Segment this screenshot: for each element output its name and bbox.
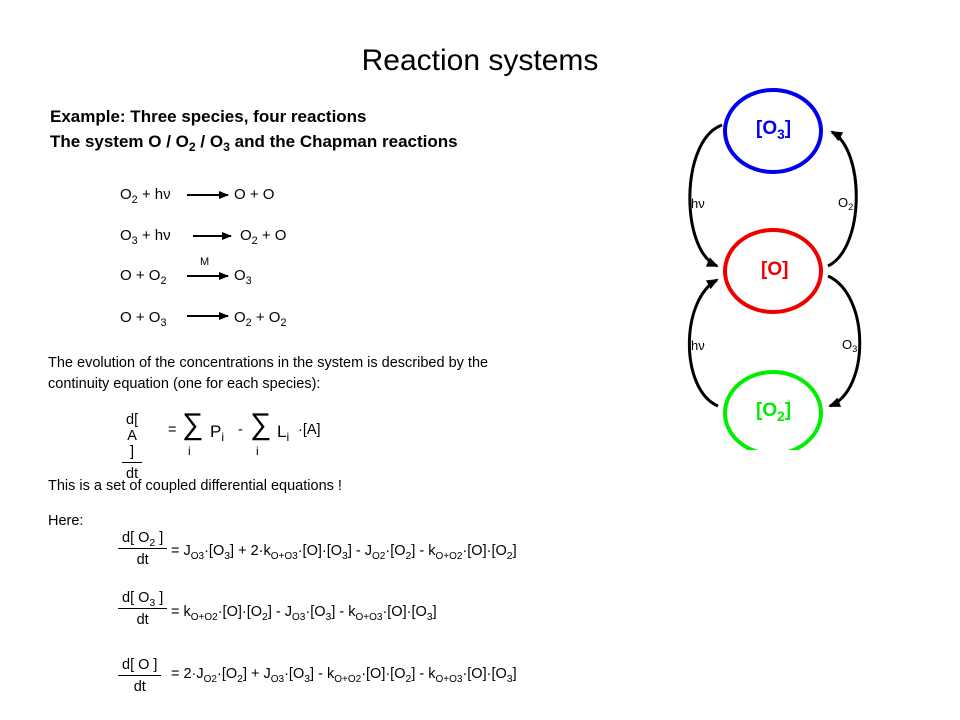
o2-node-circle <box>723 370 823 450</box>
sum-index: i <box>256 444 259 458</box>
species-cycle-diagram <box>687 88 862 450</box>
reaction-4-right: O2 + O2 <box>234 309 287 329</box>
paragraph-line: continuity equation (one for each specie… <box>48 376 321 392</box>
o2-reactant-label: O2 <box>838 195 854 213</box>
equation-o-rhs: = 2·JO2·[O2] + JO3·[O3] - kO+O2·[O]·[O2]… <box>171 666 517 685</box>
example-line-2: The system O / O2 / O3 and the Chapman r… <box>50 129 458 156</box>
example-line-1: Example: Three species, four reactions <box>50 107 367 126</box>
equation-o2: d[ O2 ] dt <box>118 530 168 568</box>
o3-reactant-label: O3 <box>842 337 858 355</box>
loss-term: Li <box>277 422 290 445</box>
equals: = <box>168 422 177 438</box>
photolysis-o3-arrow <box>688 123 723 268</box>
example-heading: Example: Three species, four reactions T… <box>50 104 458 156</box>
equation-o3: d[ O3 ] dt <box>118 590 168 628</box>
o3-node-label: [O3] <box>756 118 792 142</box>
reaction-2-right: O2 + O <box>240 227 287 247</box>
subscript: 3 <box>223 140 230 155</box>
reaction-1-right: O + O <box>234 186 275 203</box>
example-text: and the Chapman reactions <box>229 132 458 151</box>
production-term: Pi <box>210 422 225 445</box>
fraction: d[ O ] dt <box>118 657 162 695</box>
paragraph-line: The evolution of the concentrations in t… <box>48 355 489 371</box>
o3-node-circle <box>723 88 823 174</box>
equation-o: d[ O ] dt <box>118 657 162 695</box>
equation-o2-rhs: = JO3·[O3] + 2·kO+O3·[O]·[O3] - JO2·[O2]… <box>171 543 517 562</box>
reaction-1-left: O2 + hν <box>120 186 171 206</box>
sum-index: i <box>188 444 191 458</box>
fraction: d[ A ] dt <box>122 412 143 482</box>
o-plus-o3-arrow <box>827 274 862 408</box>
reaction-3-left: O + O2 <box>120 267 167 287</box>
equation-o3-rhs: = kO+O2·[O]·[O2] - JO3·[O3] - kO+O3·[O]·… <box>171 604 437 623</box>
o2-node-label: [O2] <box>756 400 792 424</box>
o-node-label: [O] <box>761 259 789 280</box>
catalyst-label: M <box>200 256 210 268</box>
sum-symbol: ∑ <box>182 408 204 441</box>
hv-bottom-label: hν <box>691 338 705 353</box>
minus: - <box>238 422 243 438</box>
reaction-2-left: O3 + hν <box>120 227 171 247</box>
example-text: / O <box>195 132 224 151</box>
o-plus-o2-arrow <box>827 130 858 268</box>
page-title: Reaction systems <box>361 44 599 77</box>
example-text: The system O / O <box>50 132 189 151</box>
concentration-factor: ·[A] <box>298 422 321 438</box>
coupled-statement: This is a set of coupled differential eq… <box>48 478 342 494</box>
hv-top-label: hν <box>691 196 705 211</box>
fraction: d[ O2 ] dt <box>118 530 168 568</box>
reaction-4-left: O + O3 <box>120 309 167 329</box>
here-label: Here: <box>48 513 84 529</box>
evolution-paragraph: The evolution of the concentrations in t… <box>48 353 488 395</box>
subscript: 2 <box>188 140 196 155</box>
sum-symbol: ∑ <box>250 408 272 441</box>
fraction: d[ O3 ] dt <box>118 590 168 628</box>
reaction-3-right: O3 <box>234 267 252 287</box>
photolysis-o2-arrow <box>687 278 719 408</box>
o-node-circle <box>723 228 823 314</box>
